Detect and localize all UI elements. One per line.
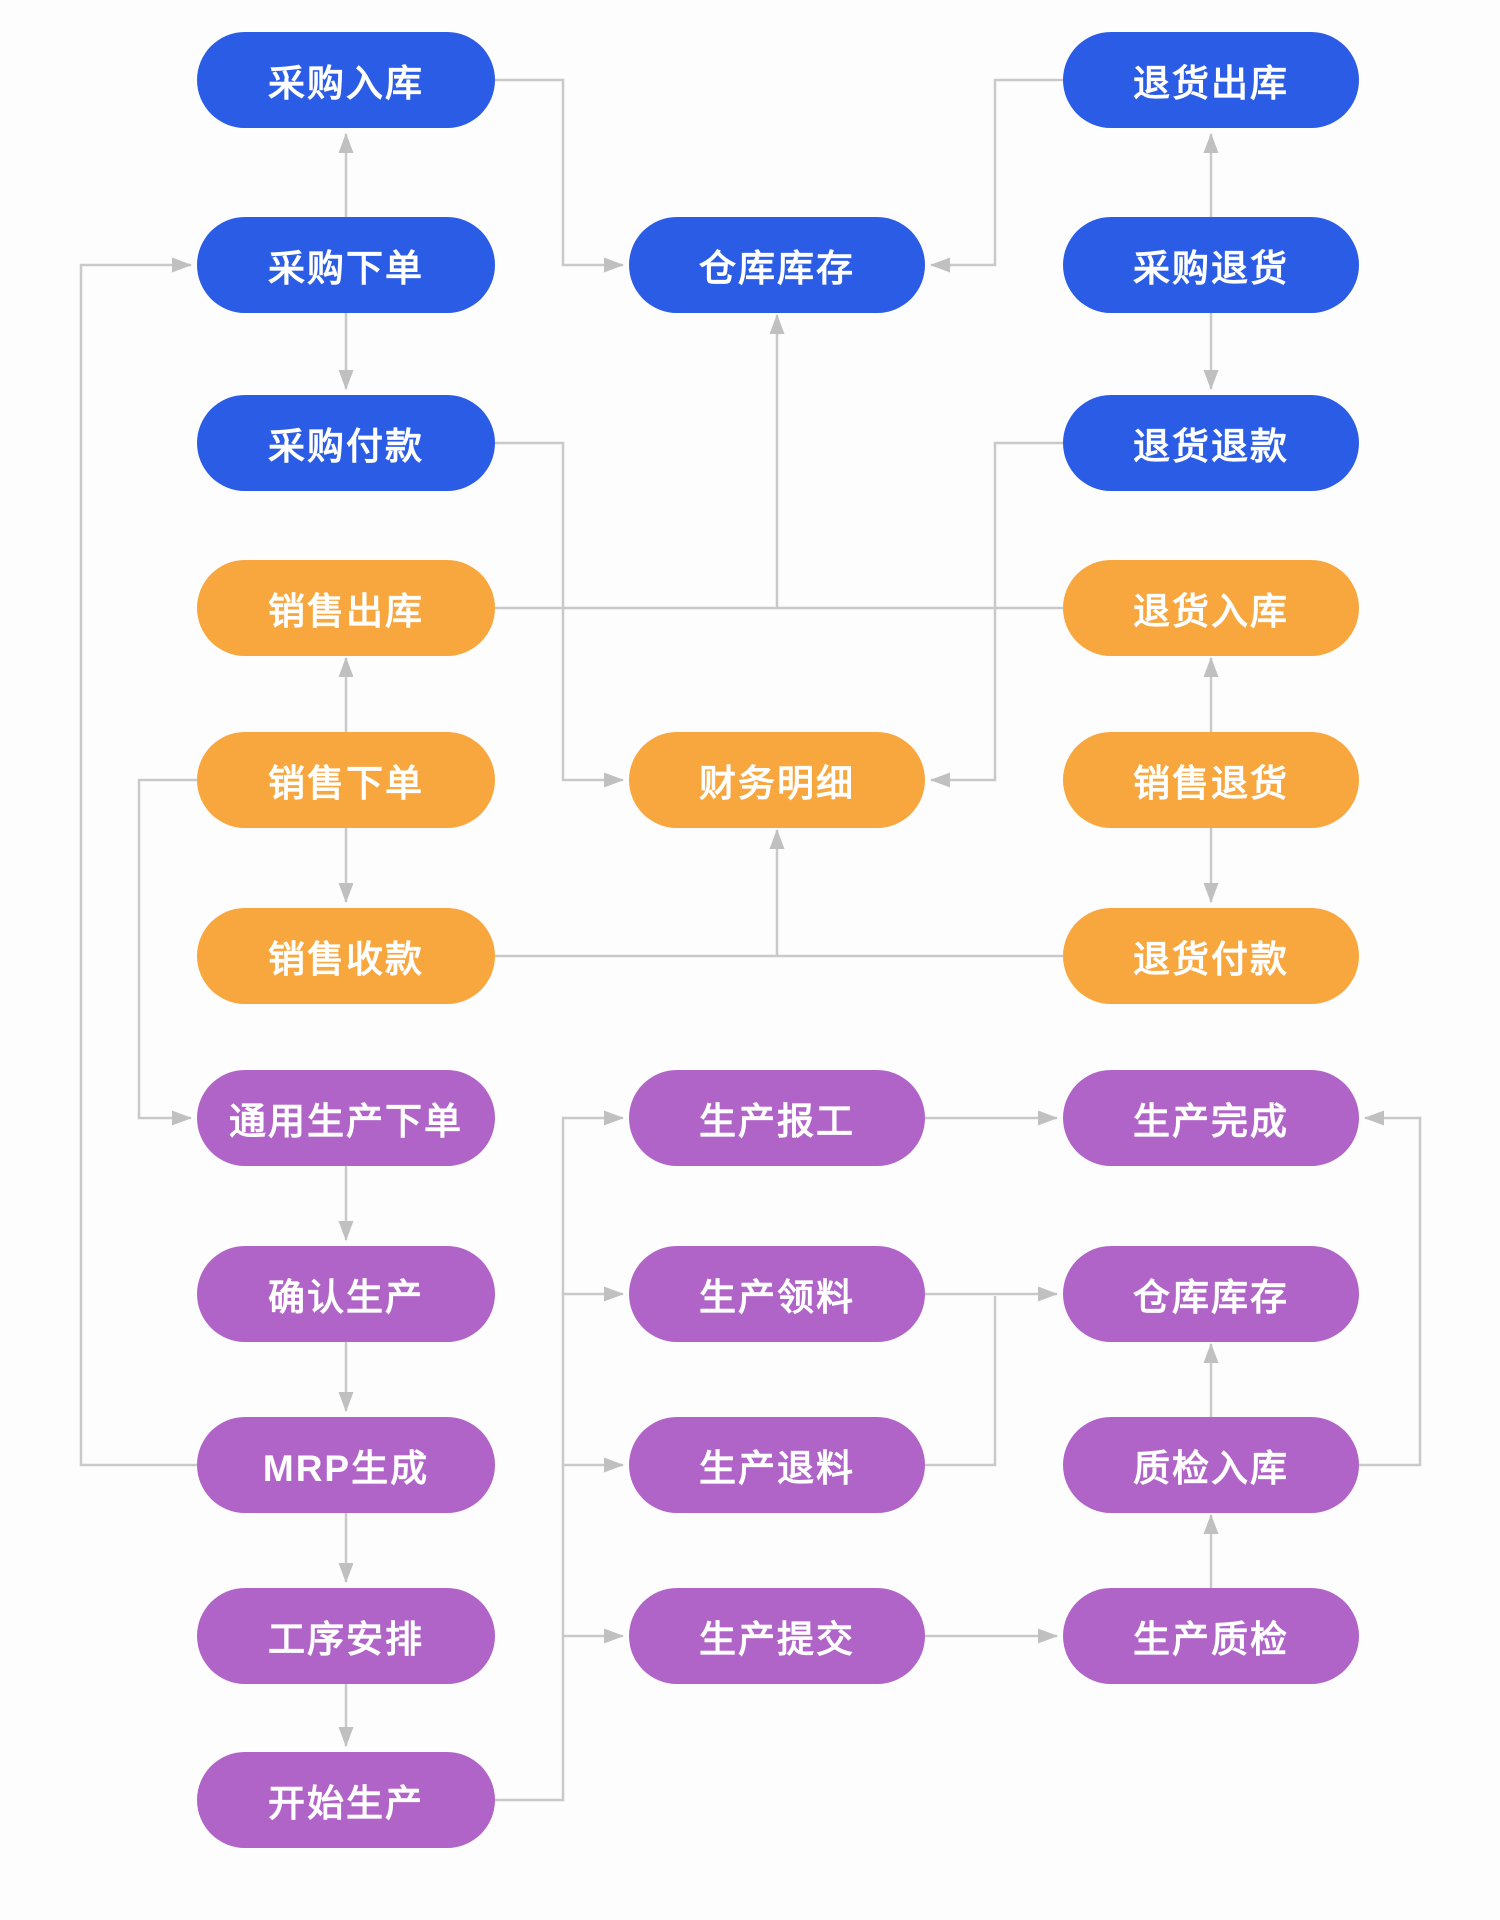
node-return-payment: 退货付款	[1063, 908, 1359, 1004]
node-sales-order: 销售下单	[197, 732, 495, 828]
node-purchase-payment: 采购付款	[197, 395, 495, 491]
node-finance-detail: 财务明细	[629, 732, 925, 828]
node-mrp-generate: MRP生成	[197, 1417, 495, 1513]
node-return-inbound: 退货入库	[1063, 560, 1359, 656]
node-return-refund: 退货退款	[1063, 395, 1359, 491]
node-purchase-return: 采购退货	[1063, 217, 1359, 313]
node-purchase-inbound: 采购入库	[197, 32, 495, 128]
node-sales-return: 销售退货	[1063, 732, 1359, 828]
node-start-production: 开始生产	[197, 1752, 495, 1848]
node-production-qc: 生产质检	[1063, 1588, 1359, 1684]
node-production-report: 生产报工	[629, 1070, 925, 1166]
node-purchase-order: 采购下单	[197, 217, 495, 313]
edge-return-outbound-to-warehouse-stock-top	[930, 78, 1063, 273]
node-general-production-order: 通用生产下单	[197, 1070, 495, 1166]
node-sales-receipt: 销售收款	[197, 908, 495, 1004]
node-confirm-production: 确认生产	[197, 1246, 495, 1342]
node-sales-outbound: 销售出库	[197, 560, 495, 656]
edge-return-refund-to-finance-detail	[930, 441, 1063, 788]
node-warehouse-stock-top: 仓库库存	[629, 217, 925, 313]
edge-purchase-inbound-to-warehouse-stock-top	[495, 78, 624, 273]
node-return-outbound: 退货出库	[1063, 32, 1359, 128]
edge-purchase-payment-to-finance-detail	[495, 441, 624, 788]
node-production-picking: 生产领料	[629, 1246, 925, 1342]
node-process-arrange: 工序安排	[197, 1588, 495, 1684]
edge-production-material-return-join	[925, 1296, 997, 1467]
node-warehouse-stock-bottom: 仓库库存	[1063, 1246, 1359, 1342]
edge-mrp-generate-to-purchase-order	[79, 257, 197, 1467]
edge-qc-inbound-to-production-complete	[1359, 1110, 1422, 1467]
node-production-material-return: 生产退料	[629, 1417, 925, 1513]
node-qc-inbound: 质检入库	[1063, 1417, 1359, 1513]
node-production-complete: 生产完成	[1063, 1070, 1359, 1166]
node-production-submit: 生产提交	[629, 1588, 925, 1684]
edge-sales-order-to-general-production-order	[137, 778, 197, 1126]
edge-start-production-to-production-report	[495, 1110, 624, 1802]
